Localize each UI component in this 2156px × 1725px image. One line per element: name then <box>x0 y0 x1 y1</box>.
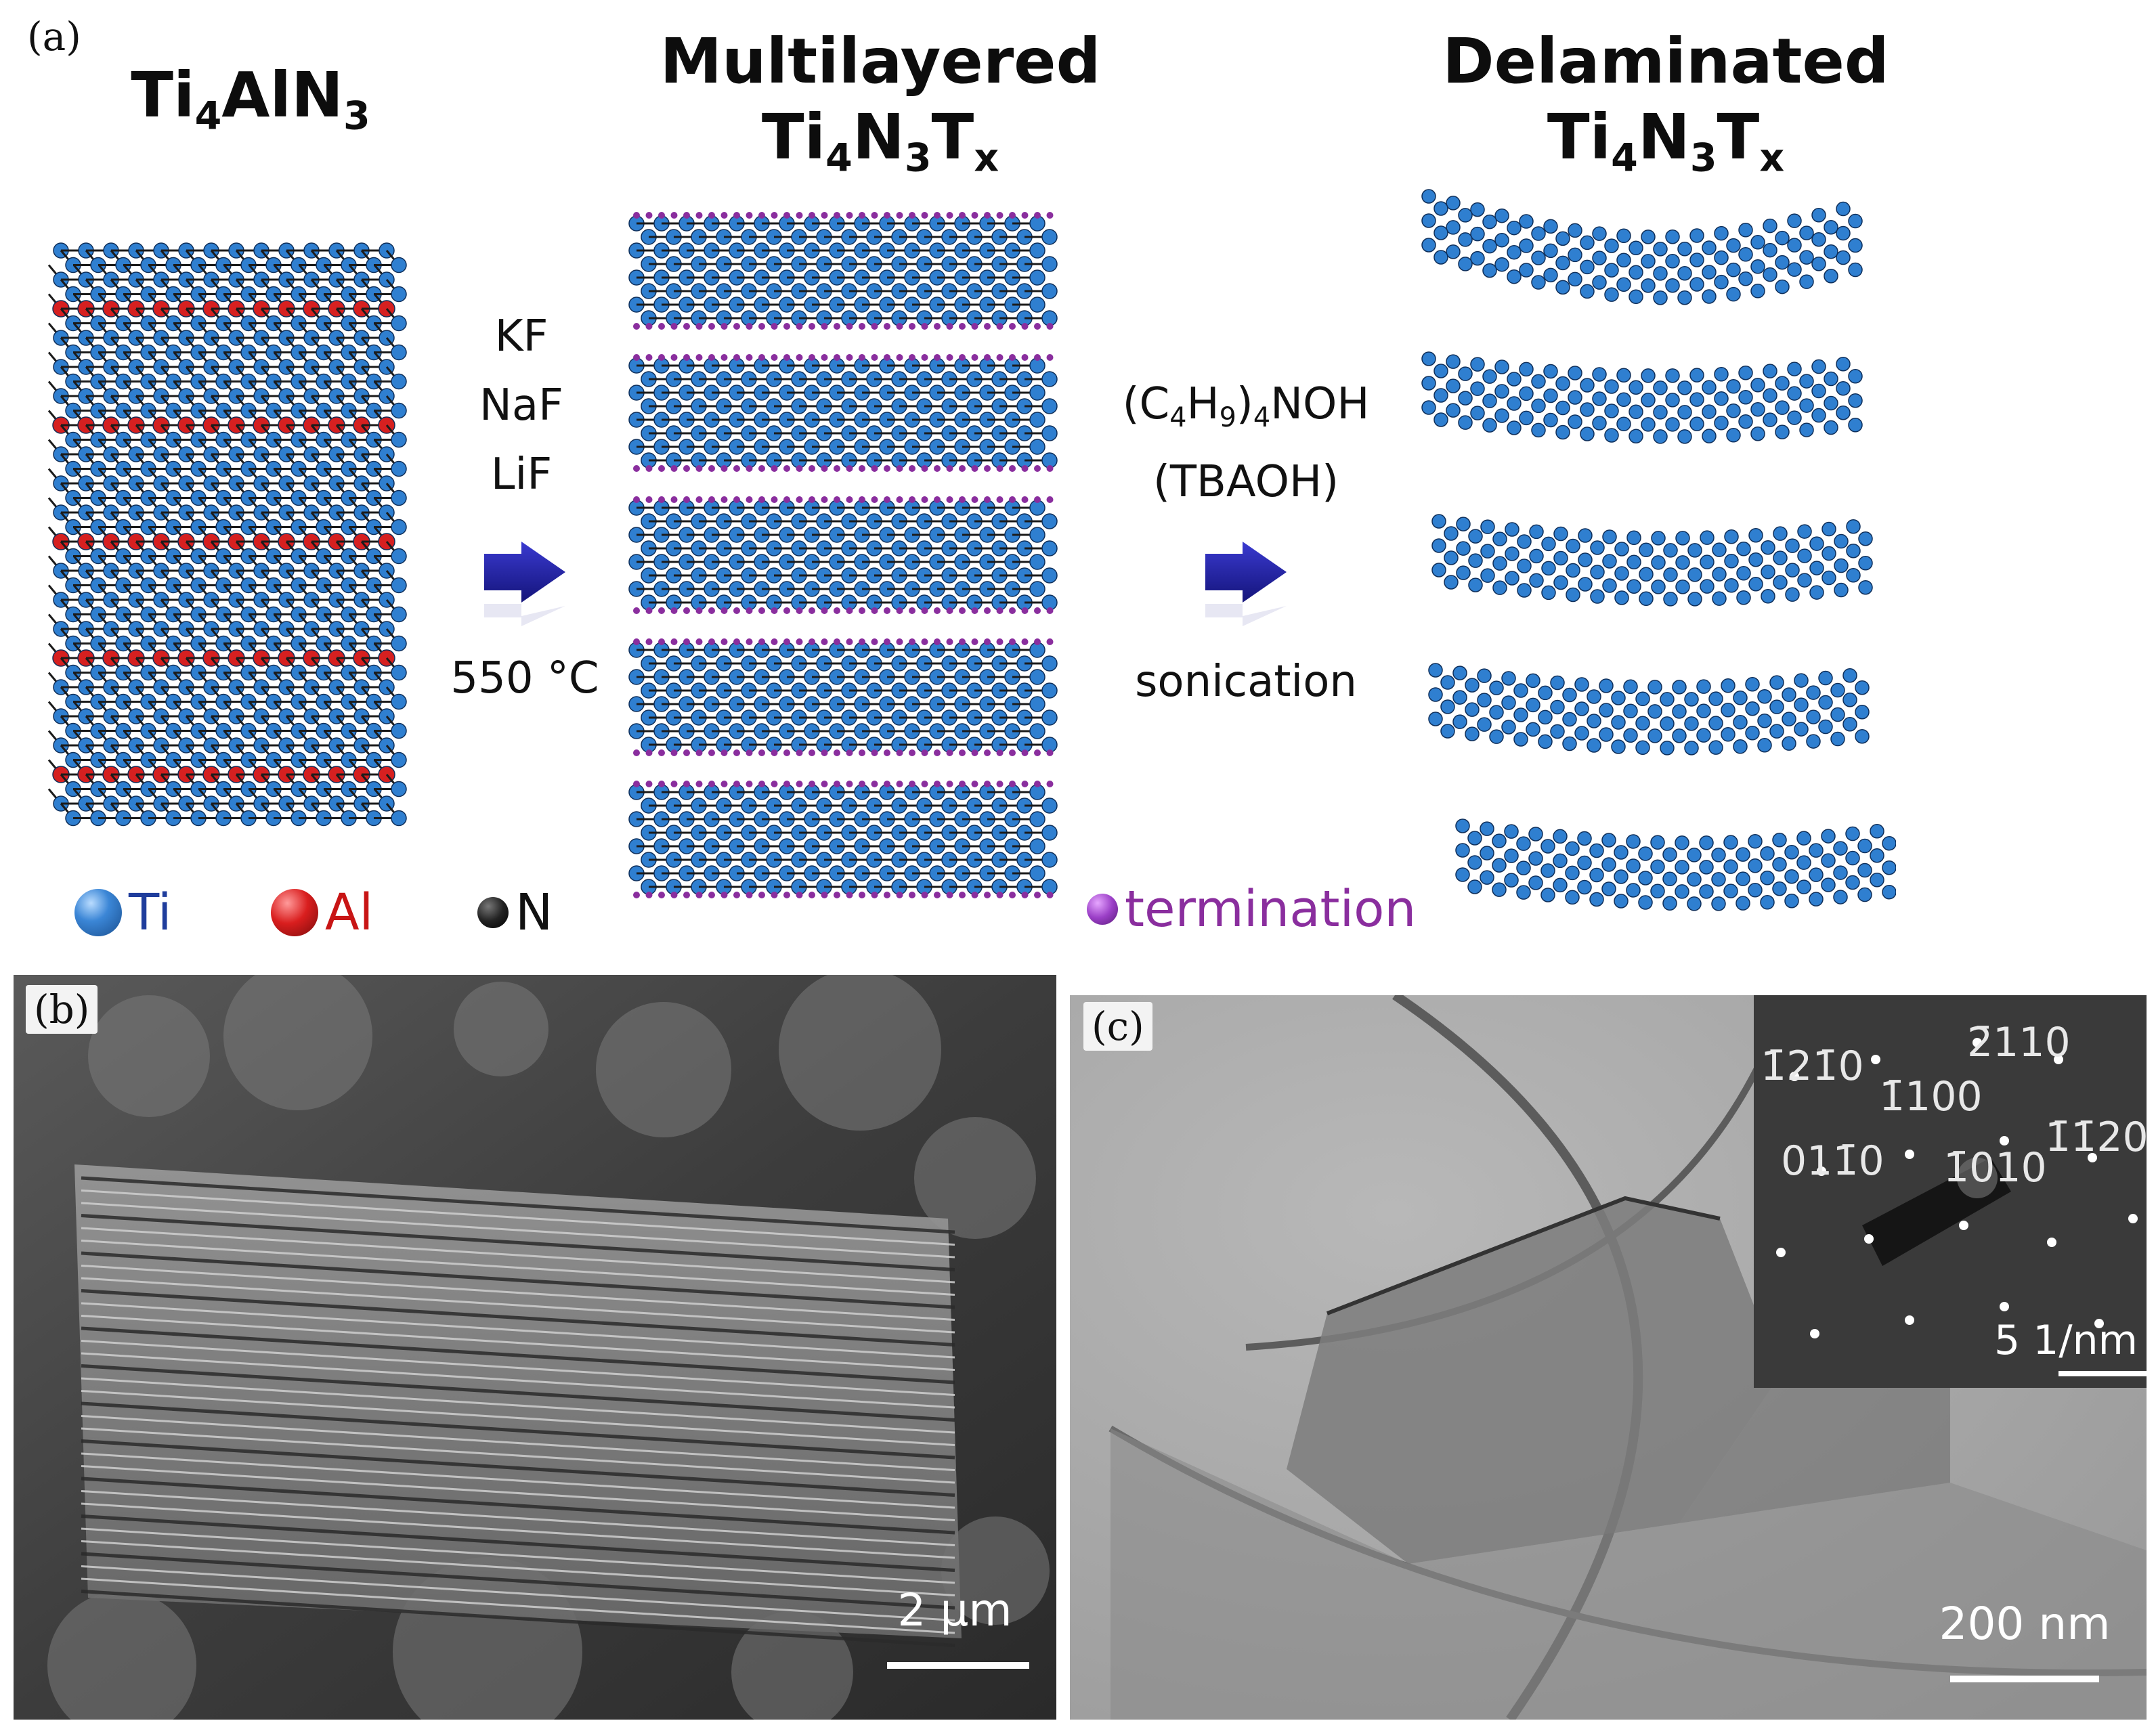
t-sub: x <box>974 135 999 181</box>
t-sub: 4 <box>1611 135 1638 181</box>
t-ti: Ti <box>761 101 826 173</box>
ti4aln3-lattice <box>47 242 407 827</box>
termination-atom-icon <box>1087 894 1118 925</box>
n-atom-icon <box>477 897 509 928</box>
sem-image <box>14 975 1056 1720</box>
sem-scale-bar <box>887 1662 1029 1669</box>
f-sub: 4 <box>1169 401 1187 433</box>
tem-scale-label: 200 nm <box>1939 1598 2111 1650</box>
reagent-kf: KF <box>494 311 548 362</box>
saed-index-6: 1̄1̄20 <box>2045 1114 2149 1161</box>
title-sub: 3 <box>343 93 370 139</box>
f-open: (C <box>1122 379 1170 429</box>
legend-termination: termination <box>1087 880 1416 938</box>
ti4aln3-title: Ti4AlN3 <box>122 64 379 135</box>
saed-index-1: 1̄21̄0 <box>1761 1043 1864 1090</box>
legend-ti: Ti <box>74 883 172 942</box>
saed-spots <box>1776 1038 2138 1338</box>
step1-temperature: 550 °C <box>450 653 599 703</box>
title-ti: Ti <box>131 59 195 131</box>
t-sub: x <box>1759 135 1785 181</box>
ti4aln3-structure <box>47 242 407 827</box>
step2-abbrev: (TBAOH) <box>1152 457 1339 507</box>
multilayer-lattice <box>628 212 1058 898</box>
saed-index-3: 1̄100 <box>1879 1073 1983 1120</box>
saed-inset <box>1754 995 2147 1388</box>
legend-al-label: Al <box>325 883 374 942</box>
saed-index-5: 1̄010 <box>1943 1144 2047 1192</box>
legend-termination-label: termination <box>1125 880 1417 938</box>
sem-scale-label: 2 μm <box>897 1584 1012 1636</box>
legend-n: N <box>477 883 553 942</box>
t-t: T <box>1717 101 1760 173</box>
legend-n-label: N <box>515 883 553 942</box>
step2-process: sonication <box>1135 657 1357 707</box>
title-line2: Ti4N3Tx <box>1395 106 1937 177</box>
title-sub: 4 <box>194 93 222 139</box>
f-h: H <box>1186 379 1220 429</box>
tem-scale-bar <box>1950 1676 2099 1682</box>
ti-atom-icon <box>74 889 122 936</box>
panel-b-label: (b) <box>26 985 98 1034</box>
t-n: N <box>1637 101 1690 173</box>
delaminated-lattice <box>1421 189 1896 911</box>
reagent-lif: LiF <box>490 450 553 500</box>
reagent-naf: NaF <box>479 380 563 431</box>
step2-arrow-icon <box>1205 542 1287 626</box>
legend-al: Al <box>271 883 373 942</box>
title-line1: Multilayered <box>660 25 1101 97</box>
saed-scale-bar <box>2058 1371 2156 1376</box>
t-n: N <box>852 101 905 173</box>
title-line2: Ti4N3Tx <box>609 106 1151 177</box>
t-sub: 4 <box>825 135 853 181</box>
step2-formula: (C4H9)4NOH <box>1083 383 1408 432</box>
title-aln: AlN <box>221 59 344 131</box>
panel-a-label: (a) <box>27 14 81 60</box>
saed-scale-label: 5 1/nm <box>1994 1317 2138 1364</box>
title-line1: Delaminated <box>1442 25 1889 97</box>
multilayered-structure <box>628 212 1058 898</box>
legend-ti-label: Ti <box>129 883 172 942</box>
f-sub: 9 <box>1219 401 1236 433</box>
al-atom-icon <box>271 889 318 936</box>
t-sub: 3 <box>1689 135 1717 181</box>
t-ti: Ti <box>1547 101 1612 173</box>
f-close: ) <box>1236 379 1253 429</box>
step1-arrow-icon <box>484 542 565 626</box>
saed-index-2: 2̄110 <box>1967 1019 2071 1066</box>
t-sub: 3 <box>904 135 932 181</box>
f-sub: 4 <box>1253 401 1271 433</box>
delaminated-title: Delaminated Ti4N3Tx <box>1395 30 1937 177</box>
t-t: T <box>931 101 974 173</box>
f-end: NOH <box>1270 379 1370 429</box>
multilayered-title: Multilayered Ti4N3Tx <box>609 30 1151 177</box>
saed-index-4: 011̄0 <box>1781 1137 1884 1185</box>
delaminated-structure <box>1421 189 1896 911</box>
panel-c-label: (c) <box>1083 1002 1152 1051</box>
step1-reagents: KF NaF LiF <box>444 315 599 496</box>
